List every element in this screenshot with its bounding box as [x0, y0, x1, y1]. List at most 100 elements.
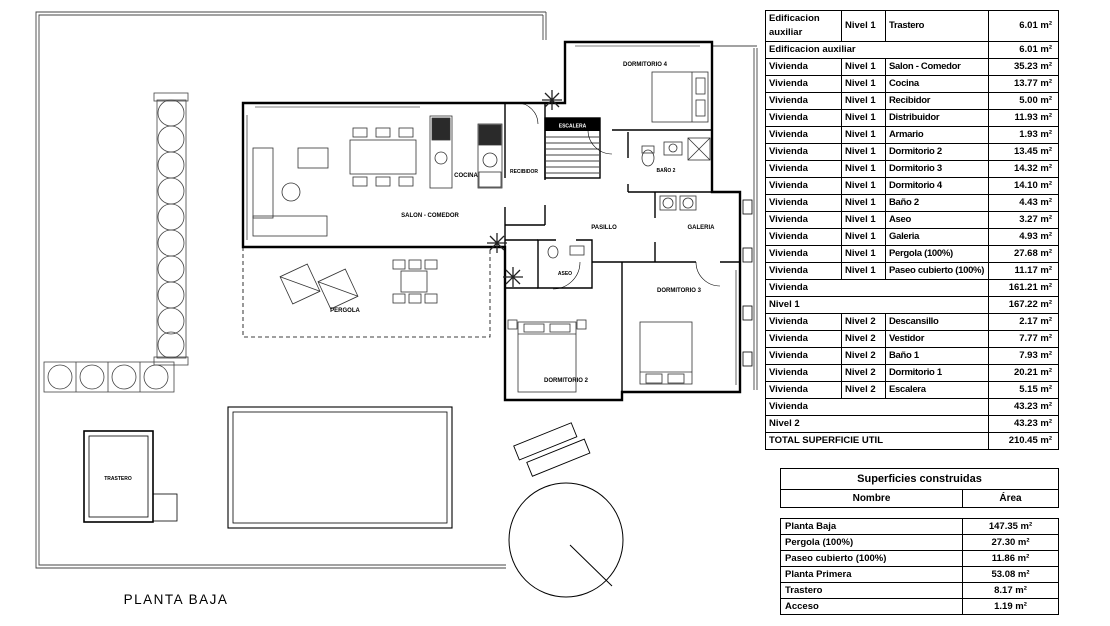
plot-boundary	[35, 11, 758, 569]
room-cell: Paseo cubierto (100%)	[885, 262, 989, 280]
room-label-escalera: ESCALERA	[559, 124, 587, 130]
building-cell: Vivienda	[765, 381, 842, 399]
built-table-title: Superficies construidas	[780, 468, 1059, 490]
dormitorio3-furniture	[639, 321, 693, 385]
summary-area-cell: 43.23 m²	[988, 415, 1059, 433]
area-cell: 4.93 m²	[988, 228, 1059, 246]
area-cell: 13.45 m²	[988, 143, 1059, 161]
area-cell: 11.93 m²	[988, 109, 1059, 127]
built-name-cell: Planta Baja	[780, 518, 963, 535]
built-title-row: Superficies construidas	[780, 468, 1059, 490]
pool	[227, 406, 453, 529]
room-cell: Armario	[885, 126, 989, 144]
area-cell: 1.93 m²	[988, 126, 1059, 144]
area-cell: 14.10 m²	[988, 177, 1059, 195]
area-cell: 14.32 m²	[988, 160, 1059, 178]
building-cell: Vivienda	[765, 126, 842, 144]
room-label-pergola: PERGOLA	[330, 308, 360, 314]
aseo-fixtures	[547, 245, 585, 259]
area-cell: 5.00 m²	[988, 92, 1059, 110]
summary-label-cell: Nivel 2	[765, 415, 989, 433]
built-name-cell: Paseo cubierto (100%)	[780, 550, 963, 567]
level-cell: Nivel 1	[841, 245, 886, 263]
built-table-header: Superficies construidas Nombre Área	[780, 468, 1059, 508]
area-cell: 7.93 m²	[988, 347, 1059, 365]
summary-area-cell: 6.01 m²	[988, 41, 1059, 59]
room-cell: Dormitorio 1	[885, 364, 989, 382]
area-cell: 27.68 m²	[988, 245, 1059, 263]
room-cell: Salon - Comedor	[885, 58, 989, 76]
area-cell: 35.23 m²	[988, 58, 1059, 76]
summary-area-cell: 43.23 m²	[988, 398, 1059, 416]
room-cell: Dormitorio 2	[885, 143, 989, 161]
summary-label-cell: Vivienda	[765, 398, 989, 416]
level-cell: Nivel 1	[841, 143, 886, 161]
level-cell: Nivel 1	[841, 262, 886, 280]
room-cell: Escalera	[885, 381, 989, 399]
building-cell: Vivienda	[765, 75, 842, 93]
escalera-label-box	[545, 118, 600, 131]
area-cell: 2.17 m²	[988, 313, 1059, 331]
summary-label-cell: Nivel 1	[765, 296, 989, 314]
room-cell: Recibidor	[885, 92, 989, 110]
facade-columns	[742, 199, 753, 367]
plan-title: PLANTA BAJA	[124, 592, 229, 607]
room-label-bano2: BAÑO 2	[657, 167, 676, 174]
area-cell: 7.77 m²	[988, 330, 1059, 348]
hedge-left	[153, 92, 189, 366]
built-area-cell: 1.19 m²	[962, 598, 1059, 615]
built-table-panel: Superficies construidas Nombre Área Plan…	[780, 468, 1059, 615]
room-cell: Dormitorio 4	[885, 177, 989, 195]
galeria-appliances	[659, 195, 697, 211]
windows	[246, 45, 737, 385]
building-cell: Vivienda	[765, 194, 842, 212]
room-cell: Baño 2	[885, 194, 989, 212]
built-area-cell: 147.35 m²	[962, 518, 1059, 535]
building-cell: Vivienda	[765, 330, 842, 348]
built-name-cell: Acceso	[780, 598, 963, 615]
summary-area-cell: 210.45 m²	[988, 432, 1059, 450]
area-cell: 20.21 m²	[988, 364, 1059, 382]
built-area-cell: 8.17 m²	[962, 582, 1059, 599]
building-cell: Vivienda	[765, 364, 842, 382]
summary-area-cell: 161.21 m²	[988, 279, 1059, 297]
kitchen-furniture	[429, 115, 503, 189]
building-cell: Vivienda	[765, 245, 842, 263]
salon-furniture	[252, 127, 417, 237]
built-name-cell: Pergola (100%)	[780, 534, 963, 551]
built-col-area-header: Área	[962, 489, 1059, 508]
built-area-cell: 11.86 m²	[962, 550, 1059, 567]
building-cell: Vivienda	[765, 143, 842, 161]
area-cell: 13.77 m²	[988, 75, 1059, 93]
building-cell: Vivienda	[765, 109, 842, 127]
summary-label-cell: TOTAL SUPERFICIE UTIL	[765, 432, 989, 450]
building-cell: Vivienda	[765, 177, 842, 195]
summary-label-cell: Edificacion auxiliar	[765, 41, 989, 59]
level-cell: Nivel 1	[841, 109, 886, 127]
room-cell: Baño 1	[885, 347, 989, 365]
room-cell: Vestidor	[885, 330, 989, 348]
stairs	[546, 136, 599, 174]
room-cell: Galeria	[885, 228, 989, 246]
area-cell: 11.17 m²	[988, 262, 1059, 280]
room-label-dormitorio4: DORMITORIO 4	[623, 62, 668, 68]
